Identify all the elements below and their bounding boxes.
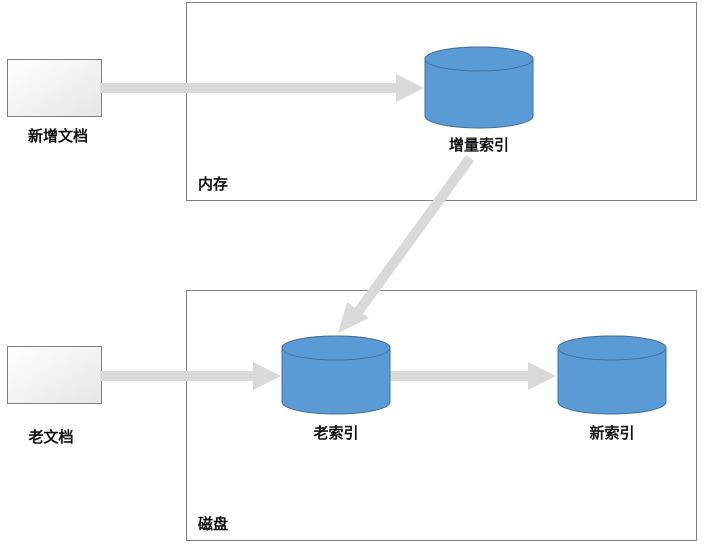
arrow-old-index-to-new-index (388, 362, 556, 390)
old-document-label: 老文档 (28, 428, 74, 446)
memory-region-label: 内存 (198, 175, 229, 193)
disk-region-label: 磁盘 (198, 515, 229, 533)
arrow-incremental-to-old-index (338, 155, 475, 333)
new-document-box (7, 59, 102, 117)
new-index-cylinder (557, 335, 667, 415)
old-index-cylinder (281, 335, 391, 415)
new-index-label: 新索引 (589, 424, 635, 442)
arrow-new-doc-to-incremental-index (100, 74, 424, 102)
arrow-old-doc-to-old-index (100, 362, 281, 390)
incremental-index-cylinder (424, 46, 534, 129)
old-index-label: 老索引 (313, 424, 359, 442)
disk-region (186, 290, 697, 541)
incremental-index-label: 增量索引 (448, 136, 510, 154)
old-document-box (7, 346, 102, 404)
new-document-label: 新增文档 (27, 127, 89, 145)
